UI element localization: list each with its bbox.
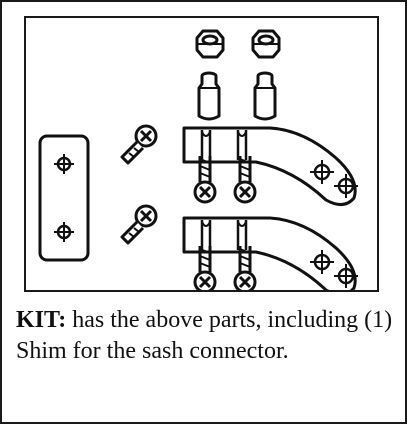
product-card: KIT: has the above parts, including (1) … — [0, 0, 407, 424]
kit-parts-illustration — [24, 16, 379, 292]
caption-lead: KIT: — [16, 307, 67, 333]
parts-drawing — [38, 29, 360, 290]
kit-caption: KIT: has the above parts, including (1) … — [16, 305, 396, 367]
caption-text: has the above parts, including (1) Shim … — [16, 307, 393, 364]
